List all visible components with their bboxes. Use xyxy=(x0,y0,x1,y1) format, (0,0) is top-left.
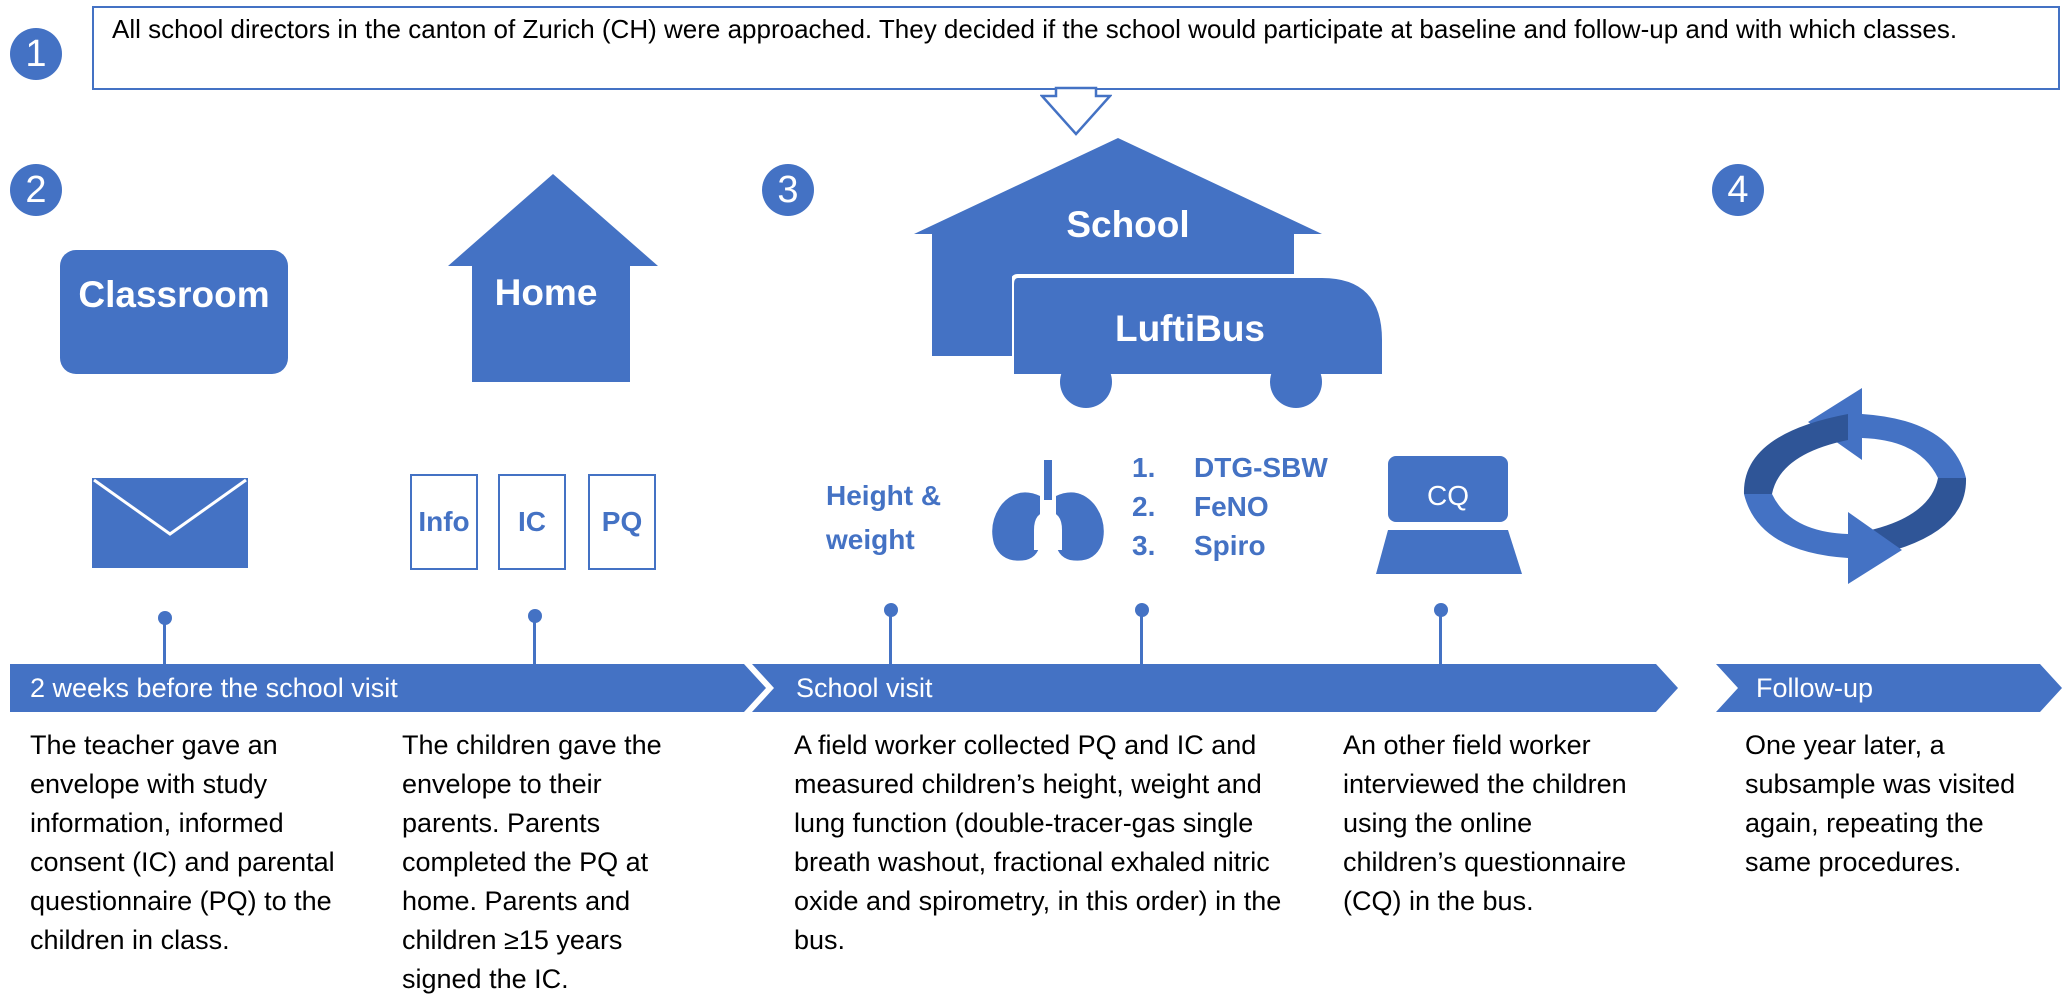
envelope-icon xyxy=(92,478,248,568)
followup-description: One year later, a subsample was visited … xyxy=(1745,730,2016,877)
timeline-bar-phase3 xyxy=(1716,664,2062,712)
timeline-pin-dot xyxy=(158,611,172,625)
timeline-pin-dot xyxy=(1135,603,1149,617)
timeline-label-phase3: Follow-up xyxy=(1756,673,1874,703)
lungs-icon xyxy=(992,460,1104,561)
procedure-item: 3. Spiro xyxy=(1132,526,1328,565)
cycle-arrows-icon xyxy=(1743,388,1967,584)
timeline-pin xyxy=(889,610,892,666)
procedure-list: 1. DTG-SBW 2. FeNO 3. Spiro xyxy=(1132,448,1328,565)
procedure-number: 1. xyxy=(1132,452,1156,483)
ic-document: IC xyxy=(498,474,566,570)
timeline-pin xyxy=(163,618,166,666)
procedure-item: 2. FeNO xyxy=(1132,487,1328,526)
step-badge-4: 4 xyxy=(1712,164,1764,216)
fieldworker-description: A field worker collected PQ and IC and m… xyxy=(794,730,1282,955)
timeline-pin-dot xyxy=(528,609,542,623)
laptop-icon xyxy=(1376,456,1522,574)
height-weight-label: Height & weight xyxy=(826,480,942,555)
timeline-bar-phase2 xyxy=(752,664,1678,712)
timeline-pin xyxy=(1439,610,1442,666)
procedure-name: DTG-SBW xyxy=(1194,452,1328,483)
children-description: The children gave the envelope to their … xyxy=(402,730,662,994)
procedure-number: 2. xyxy=(1132,491,1156,522)
step-badge-1: 1 xyxy=(10,28,62,80)
pq-document: PQ xyxy=(588,474,656,570)
school-label: School xyxy=(1066,204,1190,245)
laptop-label: CQ xyxy=(1427,480,1469,511)
info-document: Info xyxy=(410,474,478,570)
timeline-label-phase2: School visit xyxy=(796,673,933,703)
timeline-pin-dot xyxy=(884,603,898,617)
classroom-box xyxy=(60,250,288,374)
classroom-label: Classroom xyxy=(78,274,270,315)
interview-description: An other field worker interviewed the ch… xyxy=(1343,730,1627,916)
timeline-pin xyxy=(1140,610,1143,666)
step-badge-2: 2 xyxy=(10,164,62,216)
home-icon xyxy=(448,174,658,382)
timeline-pin-dot xyxy=(1434,603,1448,617)
timeline-label-phase1: 2 weeks before the school visit xyxy=(30,673,398,703)
timeline-pin xyxy=(533,616,536,666)
procedure-number: 3. xyxy=(1132,530,1156,561)
down-arrow-icon xyxy=(1040,86,1112,136)
home-label: Home xyxy=(494,272,598,313)
bus-icon xyxy=(1012,274,1386,408)
step-badge-3: 3 xyxy=(762,164,814,216)
intro-text: All school directors in the canton of Zu… xyxy=(112,14,1958,44)
intro-box: All school directors in the canton of Zu… xyxy=(92,6,2060,90)
bus-label: LuftiBus xyxy=(1114,308,1266,349)
procedure-name: FeNO xyxy=(1194,491,1269,522)
procedure-item: 1. DTG-SBW xyxy=(1132,448,1328,487)
timeline-bar-phase1 xyxy=(10,664,766,712)
procedure-name: Spiro xyxy=(1194,530,1266,561)
teacher-description: The teacher gave an envelope with study … xyxy=(30,730,335,955)
